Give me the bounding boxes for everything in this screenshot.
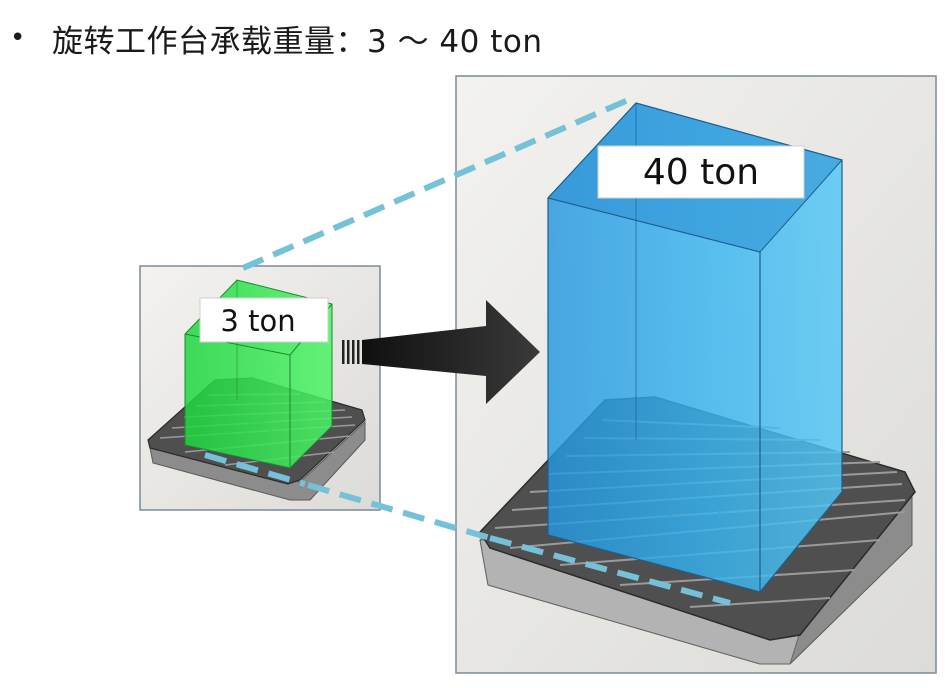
small-load-label-box [199,297,329,343]
small-front-edge-line [204,452,306,487]
top-connector-line [241,97,630,271]
small-load-label: 3 ton [220,304,295,338]
large-load-label-box [597,145,805,199]
bullet-icon: • [10,23,26,53]
large-load-label: 40 ton [643,152,759,193]
large-panel: 40 ton [455,75,937,674]
scale-up-arrow-icon [342,300,540,404]
arrow-shape [362,300,540,404]
heading-line: • 旋转工作台承载重量：3 ～ 40 ton [10,14,543,62]
small-panel: 3 ton [139,265,381,511]
large-front-edge-line [489,535,731,606]
page-heading: 旋转工作台承载重量：3 ～ 40 ton [52,23,543,60]
dashed-connectors [204,97,731,606]
